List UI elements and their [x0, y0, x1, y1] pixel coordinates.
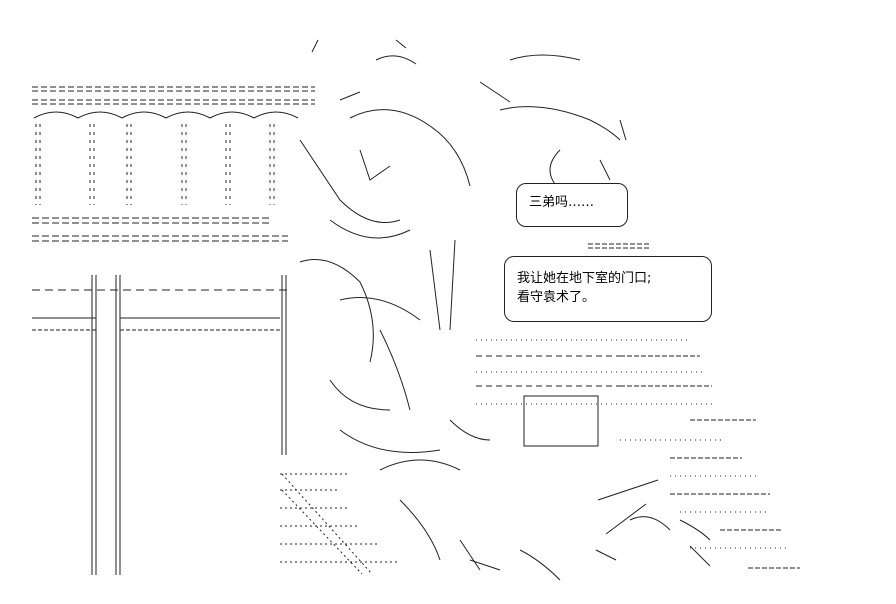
figure-outline — [299, 39, 491, 571]
floor-strokes — [469, 479, 711, 581]
scene-lines — [32, 39, 800, 581]
pattern-zone — [476, 339, 790, 549]
columns — [35, 124, 275, 205]
lower-structure — [32, 275, 290, 575]
roof-rules — [32, 86, 315, 105]
speech-bubble-1: 三弟吗…… — [516, 183, 628, 227]
stairs — [280, 473, 400, 575]
right-figure — [479, 54, 700, 271]
arches — [33, 111, 299, 119]
bubble-2-line-2: 看守袁术了。 — [517, 290, 596, 305]
mid-rules — [32, 217, 288, 242]
right-rules — [588, 243, 800, 569]
bubble-1-line-1: 三弟吗…… — [529, 195, 595, 210]
bubble-2-line-1: 我让她在地下室的门口; — [517, 271, 652, 286]
speech-bubble-2: 我让她在地下室的门口; 看守袁术了。 — [504, 256, 712, 322]
